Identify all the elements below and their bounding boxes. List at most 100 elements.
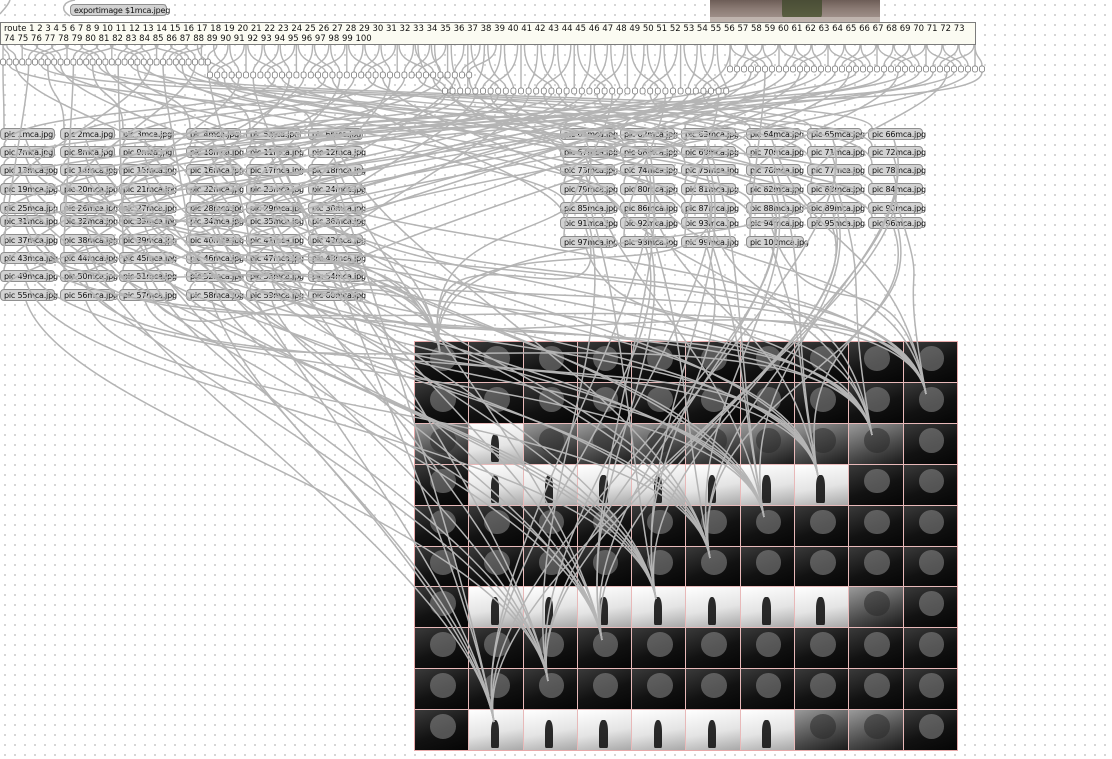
- route-outlet[interactable]: [19, 58, 26, 66]
- pic-message[interactable]: pic 44mca.jpg: [60, 252, 118, 264]
- pic-message[interactable]: pic 30mca.jpg: [308, 202, 366, 214]
- route-outlet[interactable]: [677, 87, 684, 95]
- route-outlet[interactable]: [930, 65, 936, 73]
- route-outlet[interactable]: [548, 87, 555, 95]
- route-outlet[interactable]: [457, 87, 464, 95]
- route-outlet[interactable]: [57, 58, 64, 66]
- route-outlet[interactable]: [147, 58, 154, 66]
- route-outlet[interactable]: [394, 71, 401, 79]
- route-outlet[interactable]: [533, 87, 540, 95]
- pic-message[interactable]: pic 62mca.jpg: [620, 128, 678, 140]
- pic-message[interactable]: pic 56mca.jpg: [60, 289, 118, 301]
- pic-message[interactable]: pic 90mca.jpg: [868, 202, 926, 214]
- pic-message[interactable]: pic 59mca.jpg: [246, 289, 304, 301]
- route-outlet[interactable]: [351, 71, 357, 79]
- pic-message[interactable]: pic 20mca.jpg: [60, 183, 118, 195]
- route-outlet[interactable]: [797, 65, 803, 73]
- route-outlet[interactable]: [408, 71, 415, 79]
- route-outlet[interactable]: [769, 65, 775, 73]
- route-outlet[interactable]: [748, 65, 754, 73]
- route-outlet[interactable]: [916, 65, 922, 73]
- pic-message[interactable]: pic 55mca.jpg: [0, 289, 58, 301]
- pic-message[interactable]: pic 10mca.jpg: [186, 146, 244, 158]
- pic-message[interactable]: pic 89mca.jpg: [807, 202, 865, 214]
- pic-message[interactable]: pic 13mca.jpg: [0, 164, 58, 176]
- route-outlet[interactable]: [430, 71, 437, 79]
- route-outlet[interactable]: [442, 87, 448, 95]
- pic-message[interactable]: pic 18mca.jpg: [308, 164, 366, 176]
- pic-message[interactable]: pic 73mca.jpg: [560, 164, 618, 176]
- pic-message[interactable]: pic 12mca.jpg: [308, 146, 366, 158]
- pic-message[interactable]: pic 47mca.jpg: [246, 252, 304, 264]
- pic-message[interactable]: pic 75mca.jpg: [681, 164, 739, 176]
- route-outlet[interactable]: [647, 87, 654, 95]
- route-outlet[interactable]: [790, 65, 796, 73]
- pic-message[interactable]: pic 58mca.jpg: [186, 289, 244, 301]
- pic-message[interactable]: pic 84mca.jpg: [868, 183, 926, 195]
- route-outlet[interactable]: [179, 58, 186, 66]
- pic-message[interactable]: pic 24mca.jpg: [308, 183, 366, 195]
- route-outlet[interactable]: [700, 87, 707, 95]
- route-outlet[interactable]: [166, 58, 173, 66]
- route-outlet[interactable]: [423, 71, 429, 79]
- route-outlet[interactable]: [204, 58, 211, 66]
- pic-message[interactable]: pic 34mca.jpg: [186, 215, 244, 227]
- route-outlet[interactable]: [115, 58, 122, 66]
- route-outlet[interactable]: [624, 87, 631, 95]
- route-outlet[interactable]: [365, 71, 372, 79]
- pic-message[interactable]: pic 52mca.jpg: [186, 270, 244, 282]
- route-outlet[interactable]: [214, 71, 221, 79]
- pic-message[interactable]: pic 40mca.jpg: [186, 234, 244, 246]
- pic-message[interactable]: pic 79mca.jpg: [560, 183, 618, 195]
- pic-message[interactable]: pic 9mca.jpg: [119, 146, 174, 158]
- route-outlet[interactable]: [221, 71, 228, 79]
- pic-message[interactable]: pic 98mca.jpg: [620, 236, 678, 248]
- exportimage-message[interactable]: exportimage $1mca.jpeg: [70, 4, 170, 16]
- route-outlet[interactable]: [300, 71, 307, 79]
- route-outlet[interactable]: [755, 65, 761, 73]
- route-outlet[interactable]: [487, 87, 494, 95]
- route-outlet[interactable]: [134, 58, 141, 66]
- pic-message[interactable]: pic 99mca.jpg: [681, 236, 739, 248]
- pic-message[interactable]: pic 21mca.jpg: [119, 183, 177, 195]
- route-outlet[interactable]: [172, 58, 179, 66]
- route-outlet[interactable]: [307, 71, 314, 79]
- route-outlet[interactable]: [670, 87, 676, 95]
- route-outlet[interactable]: [762, 65, 768, 73]
- route-outlet[interactable]: [860, 65, 866, 73]
- pic-message[interactable]: pic 43mca.jpg: [0, 252, 58, 264]
- route-outlet[interactable]: [322, 71, 329, 79]
- pic-message[interactable]: pic 85mca.jpg: [560, 202, 618, 214]
- pic-message[interactable]: pic 95mca.jpg: [807, 217, 865, 229]
- route-outlet[interactable]: [571, 87, 578, 95]
- route-outlet[interactable]: [64, 58, 70, 66]
- pic-message[interactable]: pic 51mca.jpg: [119, 270, 177, 282]
- pic-message[interactable]: pic 29mca.jpg: [246, 202, 304, 214]
- pic-message[interactable]: pic 6mca.jpg: [308, 128, 363, 140]
- pic-message[interactable]: pic 68mca.jpg: [620, 146, 678, 158]
- route-outlet[interactable]: [825, 65, 831, 73]
- pic-message[interactable]: pic 63mca.jpg: [681, 128, 739, 140]
- route-outlet[interactable]: [96, 58, 102, 66]
- route-outlet[interactable]: [192, 58, 198, 66]
- route-outlet[interactable]: [662, 87, 669, 95]
- route-outlet[interactable]: [264, 71, 271, 79]
- route-outlet[interactable]: [271, 71, 278, 79]
- route-outlet[interactable]: [609, 87, 616, 95]
- route-outlet[interactable]: [804, 65, 810, 73]
- route-outlet[interactable]: [451, 71, 458, 79]
- route-outlet[interactable]: [881, 65, 887, 73]
- pic-message[interactable]: pic 54mca.jpg: [308, 270, 366, 282]
- route-outlet[interactable]: [153, 58, 160, 66]
- route-outlet[interactable]: [279, 71, 285, 79]
- route-outlet[interactable]: [329, 71, 336, 79]
- pic-message[interactable]: pic 86mca.jpg: [620, 202, 678, 214]
- pic-message[interactable]: pic 46mca.jpg: [186, 252, 244, 264]
- pic-message[interactable]: pic 93mca.jpg: [681, 217, 739, 229]
- route-outlet[interactable]: [128, 58, 134, 66]
- pic-message[interactable]: pic 71mca.jpg: [807, 146, 865, 158]
- route-outlet[interactable]: [895, 65, 901, 73]
- route-outlet[interactable]: [472, 87, 479, 95]
- route-outlet[interactable]: [0, 58, 6, 66]
- route-outlet[interactable]: [76, 58, 83, 66]
